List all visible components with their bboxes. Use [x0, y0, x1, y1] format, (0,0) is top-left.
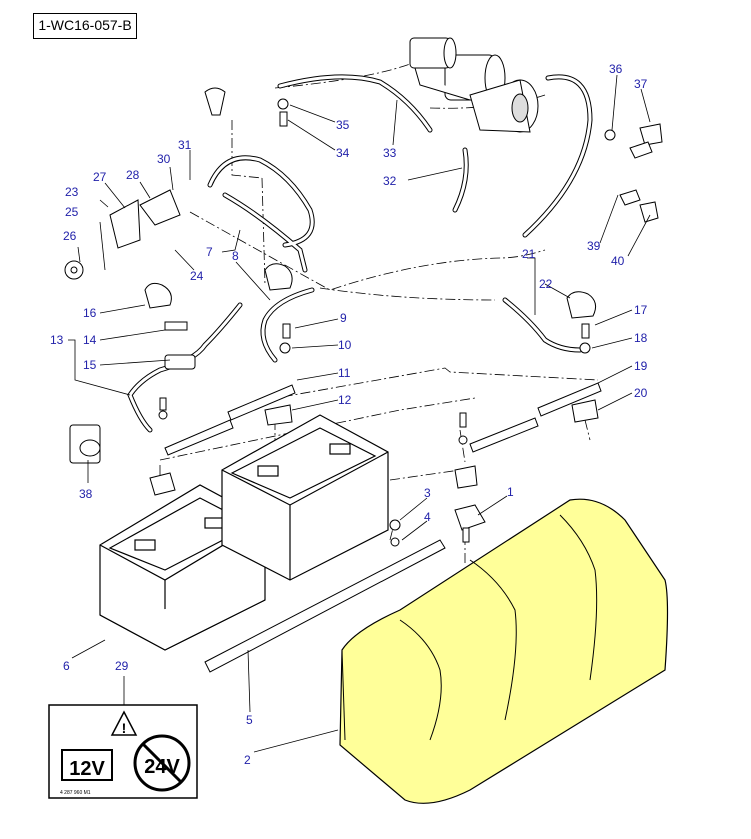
hardware-parts — [64, 87, 663, 673]
leader-lines — [68, 74, 651, 753]
reference-code-box: 1-WC16-057-B — [33, 13, 137, 39]
battery-cover — [339, 498, 669, 804]
callout-40: 40 — [611, 254, 625, 268]
callout-13: 13 — [50, 333, 64, 347]
callout-32: 32 — [383, 174, 397, 188]
callout-7: 7 — [206, 245, 213, 259]
callout-4: 4 — [424, 510, 431, 524]
callout-28: 28 — [126, 168, 140, 182]
callout-11: 11 — [338, 366, 351, 380]
cable-inner — [128, 75, 592, 432]
callout-23: 23 — [65, 185, 79, 199]
callout-8: 8 — [232, 249, 239, 263]
callout-26: 26 — [63, 229, 77, 243]
callout-37: 37 — [634, 77, 648, 91]
callout-6: 6 — [63, 659, 70, 673]
prohibited-24v-icon: 24V — [133, 734, 191, 792]
callout-2: 2 — [244, 753, 251, 767]
callout-30: 30 — [157, 152, 171, 166]
callout-39: 39 — [587, 239, 601, 253]
callout-36: 36 — [609, 62, 623, 76]
callout-34: 34 — [336, 146, 350, 160]
callout-24: 24 — [190, 269, 204, 283]
svg-text:!: ! — [122, 720, 127, 736]
svg-text:12V: 12V — [69, 758, 105, 780]
callout-22: 22 — [539, 277, 553, 291]
warning-triangle-icon — [110, 710, 138, 736]
callout-5: 5 — [246, 713, 253, 727]
callout-1: 1 — [507, 485, 514, 499]
callout-29: 29 — [115, 659, 129, 673]
decal-part-code: 4 287 960 M1 — [60, 790, 91, 796]
starter-motor — [409, 37, 539, 133]
callout-35: 35 — [336, 118, 350, 132]
callout-18: 18 — [634, 331, 648, 345]
callout-33: 33 — [383, 146, 397, 160]
callout-17: 17 — [634, 303, 648, 317]
callout-10: 10 — [338, 338, 352, 352]
callout-19: 19 — [634, 359, 648, 373]
warning-decal: ! 12V 24V 4 287 960 M1 — [48, 704, 198, 799]
battery-12v-icon: 12V — [61, 749, 113, 781]
callout-9: 9 — [340, 311, 347, 325]
callout-labels: 1 2 3 4 5 6 7 8 9 10 11 12 13 14 15 16 1… — [50, 62, 648, 767]
callout-20: 20 — [634, 386, 648, 400]
callout-27: 27 — [93, 170, 107, 184]
battery-right — [221, 414, 389, 581]
callout-31: 31 — [178, 138, 192, 152]
callout-38: 38 — [79, 487, 93, 501]
callout-15: 15 — [83, 358, 97, 372]
callout-12: 12 — [338, 393, 352, 407]
callout-21: 21 — [522, 247, 536, 261]
callout-25: 25 — [65, 205, 79, 219]
callout-3: 3 — [424, 486, 431, 500]
callout-16: 16 — [83, 306, 97, 320]
callout-14: 14 — [83, 333, 97, 347]
